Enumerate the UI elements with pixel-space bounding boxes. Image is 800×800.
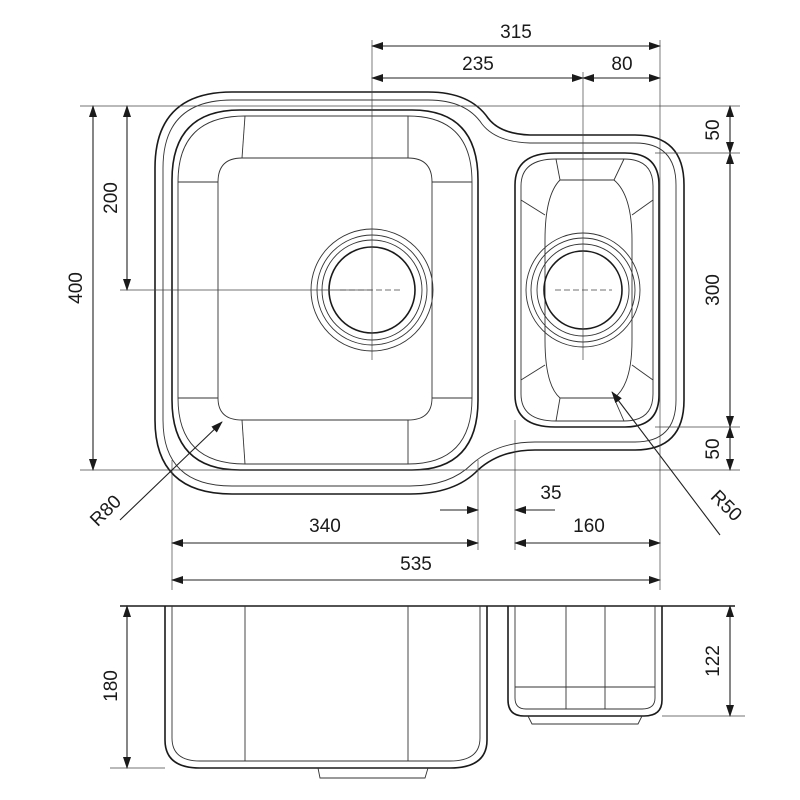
sink-outer-outline-inner: [162, 99, 677, 487]
dim-overall-width: 535: [400, 554, 432, 575]
dimension-lines: 315 235 80 400 200 50 300 50 R80 R50 35 …: [66, 22, 746, 590]
dim-bowl-large-width: 340: [309, 516, 341, 537]
dim-depth-small: 122: [703, 645, 724, 677]
dim-top-right: 80: [611, 54, 632, 75]
dim-top-left: 235: [462, 54, 494, 75]
dim-left-total: 400: [66, 272, 87, 304]
dim-right-mid: 300: [703, 274, 724, 306]
dim-top-total: 315: [500, 22, 532, 43]
dim-bowl-small-width: 160: [573, 516, 605, 537]
plan-view: [154, 40, 685, 495]
small-bowl-section: [507, 606, 663, 717]
dim-radius-large: R80: [86, 491, 125, 530]
dim-left-half: 200: [101, 182, 122, 214]
dim-right-top: 50: [703, 119, 724, 140]
large-bowl-section: [164, 606, 488, 769]
side-view: 180 122: [101, 605, 745, 779]
dim-radius-small: R50: [706, 486, 745, 525]
dim-depth-large: 180: [101, 670, 122, 702]
dim-gap: 35: [540, 483, 561, 504]
dim-right-bottom: 50: [703, 438, 724, 459]
sink-outer-outline: [154, 91, 685, 495]
